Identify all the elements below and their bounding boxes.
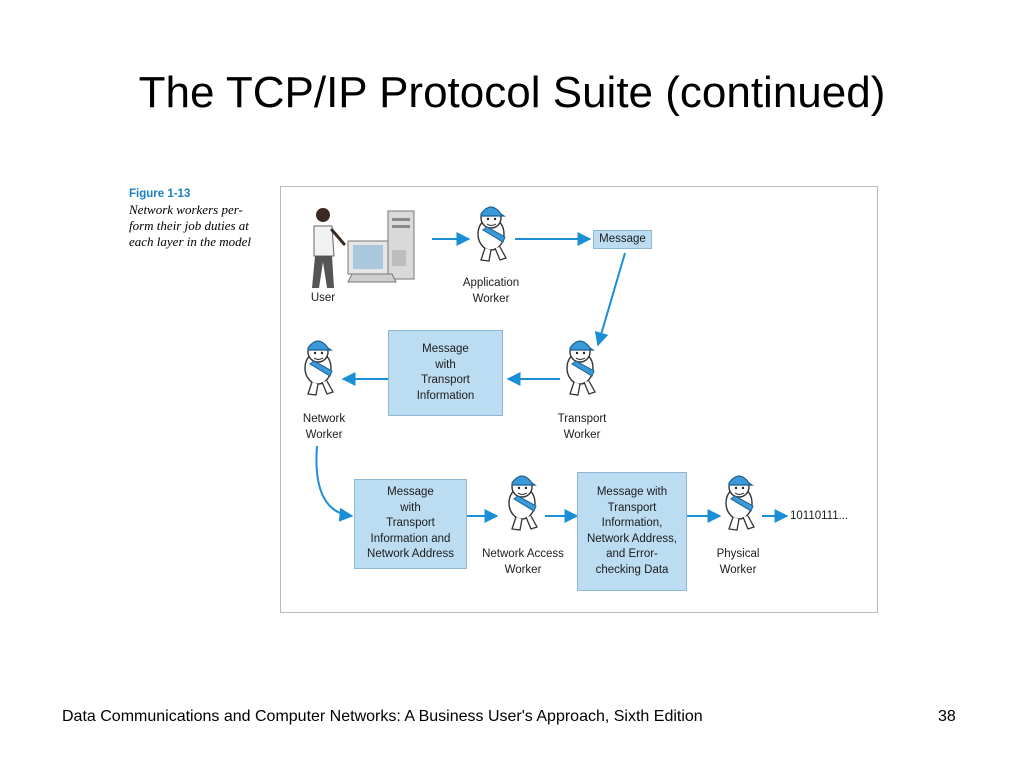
transport-worker-icon — [566, 340, 596, 396]
figure-caption: Figure 1-13 Network workers per- form th… — [129, 186, 279, 250]
slide-title: The TCP/IP Protocol Suite (continued) — [138, 68, 886, 117]
transport-message-box: Message with Transport Information — [388, 330, 503, 416]
network-access-worker-label: Network Access Worker — [482, 548, 564, 576]
footer-text: Data Communications and Computer Network… — [62, 708, 703, 725]
network-access-worker-icon — [508, 475, 538, 531]
figure-number: Figure 1-13 — [129, 188, 191, 200]
network-message-box: Message with Transport Information and N… — [354, 479, 467, 569]
binary-output: 10110111... — [790, 510, 849, 522]
flow-arrows — [315, 232, 789, 523]
physical-worker-icon — [725, 475, 755, 531]
network-worker-icon — [304, 340, 334, 396]
user-icon — [312, 208, 346, 288]
user-label: User — [310, 292, 336, 304]
application-worker-icon — [477, 206, 507, 262]
message-box: Message — [593, 230, 652, 249]
network-worker-label: Network Worker — [302, 413, 346, 441]
access-message-box: Message with Transport Information, Netw… — [577, 472, 687, 591]
application-worker-label: Application Worker — [462, 277, 520, 305]
page-number: 38 — [938, 708, 956, 725]
arrow-network-to-box — [315, 445, 354, 522]
computer-icon — [347, 210, 415, 283]
transport-worker-label: Transport Worker — [557, 413, 607, 441]
figure-caption-text: Network workers per- form their job duti… — [129, 202, 252, 249]
arrow-message-to-transport — [594, 252, 626, 347]
physical-worker-label: Physical Worker — [716, 548, 760, 576]
